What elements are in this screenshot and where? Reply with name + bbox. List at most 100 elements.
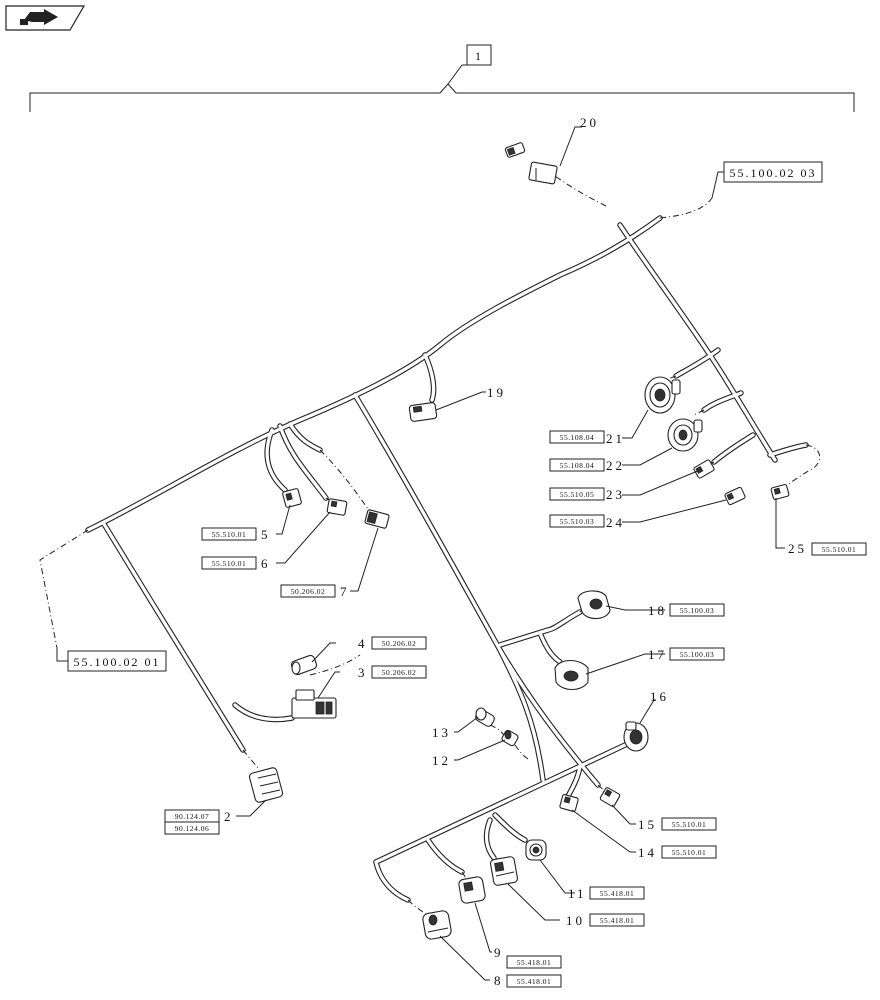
ref-box-8[interactable]: 55.418.01 — [506, 974, 562, 988]
connector-23-icon[interactable] — [693, 459, 715, 479]
svg-text:50.206.02: 50.206.02 — [291, 587, 326, 596]
leader-lines — [56, 126, 785, 981]
connector-14-icon[interactable] — [559, 794, 579, 812]
connector-13-icon[interactable] — [474, 707, 496, 728]
item-number-8: 8 — [494, 973, 504, 988]
connector-20-icon[interactable] — [504, 142, 558, 185]
item-number-22: 22 — [606, 458, 625, 473]
svg-text:55.100.03: 55.100.03 — [680, 650, 715, 659]
navigation-hand-icon[interactable] — [5, 5, 86, 31]
svg-text:55.418.01: 55.418.01 — [517, 977, 552, 986]
connector-11-icon[interactable] — [525, 839, 547, 861]
connector-3-icon[interactable] — [291, 689, 337, 719]
svg-text:55.100.02 01: 55.100.02 01 — [74, 655, 161, 669]
dashed-continuation-lines — [39, 175, 821, 919]
svg-text:90.124.07: 90.124.07 — [175, 812, 210, 821]
item-number-21: 21 — [606, 431, 625, 446]
connector-2-icon[interactable] — [248, 767, 284, 803]
section-ref-top-right[interactable]: 55.100.02 03 — [723, 161, 823, 183]
connector-6-icon[interactable] — [326, 498, 348, 516]
connector-5-icon[interactable] — [282, 488, 302, 508]
connector-17-icon[interactable] — [554, 659, 589, 691]
connector-21-icon[interactable] — [644, 376, 681, 414]
item-number-10: 10 — [566, 913, 585, 928]
item-number-20: 20 — [580, 115, 599, 130]
ref-box-10[interactable]: 55.418.01 — [589, 913, 645, 927]
connectors — [248, 142, 790, 940]
svg-text:55.510.01: 55.510.01 — [822, 545, 857, 554]
ref-box-25[interactable]: 55.510.01 — [811, 542, 867, 556]
svg-text:55.100.03: 55.100.03 — [680, 606, 715, 615]
item-number-5: 5 — [261, 527, 271, 542]
connector-19-icon[interactable] — [408, 402, 438, 422]
ref-box-6[interactable]: 55.510.01 — [201, 556, 257, 570]
connector-15-icon[interactable] — [599, 787, 621, 807]
svg-text:55.510.01: 55.510.01 — [212, 530, 247, 539]
svg-text:55.108.04: 55.108.04 — [560, 433, 595, 442]
connector-12-icon[interactable] — [501, 729, 519, 747]
svg-text:50.206.02: 50.206.02 — [382, 639, 417, 648]
ref-box-9[interactable]: 55.418.01 — [506, 955, 562, 969]
ref-box-18[interactable]: 55.100.03 — [669, 603, 725, 617]
ref-box-15[interactable]: 55.510.01 — [661, 817, 717, 831]
svg-text:55.510.01: 55.510.01 — [672, 848, 707, 857]
item-number-24: 24 — [606, 515, 625, 530]
harness-wires — [85, 215, 809, 903]
ref-box-2a[interactable]: 90.124.07 — [164, 809, 220, 823]
item-number-11: 11 — [568, 886, 587, 901]
item-number-4: 4 — [358, 636, 368, 651]
svg-text:50.206.02: 50.206.02 — [382, 668, 417, 677]
svg-text:55.418.01: 55.418.01 — [600, 916, 635, 925]
svg-text:55.510.05: 55.510.05 — [560, 490, 595, 499]
ref-box-7[interactable]: 50.206.02 — [280, 584, 336, 598]
connector-18-icon[interactable] — [577, 590, 611, 620]
ref-box-21[interactable]: 55.108.04 — [549, 430, 605, 444]
item-number-7: 7 — [340, 584, 350, 599]
item-number-6: 6 — [261, 556, 271, 571]
ref-box-4[interactable]: 50.206.02 — [371, 636, 427, 650]
svg-text:55.418.01: 55.418.01 — [600, 889, 635, 898]
section-ref-left[interactable]: 55.100.02 01 — [67, 650, 167, 672]
svg-text:55.418.01: 55.418.01 — [517, 958, 552, 967]
item-number-25: 25 — [788, 541, 807, 556]
ref-box-22[interactable]: 55.108.04 — [549, 458, 605, 472]
item-number-3: 3 — [358, 665, 368, 680]
connector-7-icon[interactable] — [364, 509, 390, 529]
connector-24-icon[interactable] — [724, 486, 746, 506]
item-number-14: 14 — [638, 845, 657, 860]
item-number-12: 12 — [432, 753, 451, 768]
connector-22-icon[interactable] — [667, 418, 703, 452]
svg-text:55.108.04: 55.108.04 — [560, 461, 595, 470]
connector-25-icon[interactable] — [770, 484, 790, 500]
item-number-18: 18 — [648, 603, 667, 618]
svg-text:55.510.01: 55.510.01 — [672, 820, 707, 829]
reference-boxes: 55.108.04 55.108.04 55.510.05 55.510.03 … — [164, 430, 867, 988]
assembly-label-box — [466, 44, 492, 66]
connector-4-icon[interactable] — [290, 654, 318, 676]
item-number-13: 13 — [432, 725, 451, 740]
item-number-17: 17 — [648, 647, 667, 662]
ref-box-17[interactable]: 55.100.03 — [669, 647, 725, 661]
item-number-19: 19 — [487, 385, 506, 400]
item-number-16: 16 — [650, 689, 669, 704]
connector-10-icon[interactable] — [490, 856, 518, 886]
svg-text:55.510.01: 55.510.01 — [212, 559, 247, 568]
item-numbers: 20 19 21 22 23 24 25 5 6 7 4 3 2 18 17 1… — [224, 115, 807, 988]
svg-text:90.124.06: 90.124.06 — [175, 824, 210, 833]
connector-9-icon[interactable] — [458, 876, 486, 904]
ref-box-5[interactable]: 55.510.01 — [201, 527, 257, 541]
ref-box-2b[interactable]: 90.124.06 — [164, 821, 220, 835]
connector-16-icon[interactable] — [623, 721, 649, 752]
item-number-9: 9 — [494, 945, 504, 960]
ref-box-24[interactable]: 55.510.03 — [549, 514, 605, 528]
ref-box-23[interactable]: 55.510.05 — [549, 487, 605, 501]
ref-box-14[interactable]: 55.510.01 — [661, 845, 717, 859]
item-number-23: 23 — [606, 487, 625, 502]
svg-text:55.100.02 03: 55.100.02 03 — [730, 166, 817, 180]
ref-box-3[interactable]: 50.206.02 — [371, 665, 427, 679]
connector-8-icon[interactable] — [422, 910, 452, 940]
svg-text:55.510.03: 55.510.03 — [560, 517, 595, 526]
ref-box-11[interactable]: 55.418.01 — [589, 886, 645, 900]
assembly-label: 1 — [475, 49, 483, 63]
